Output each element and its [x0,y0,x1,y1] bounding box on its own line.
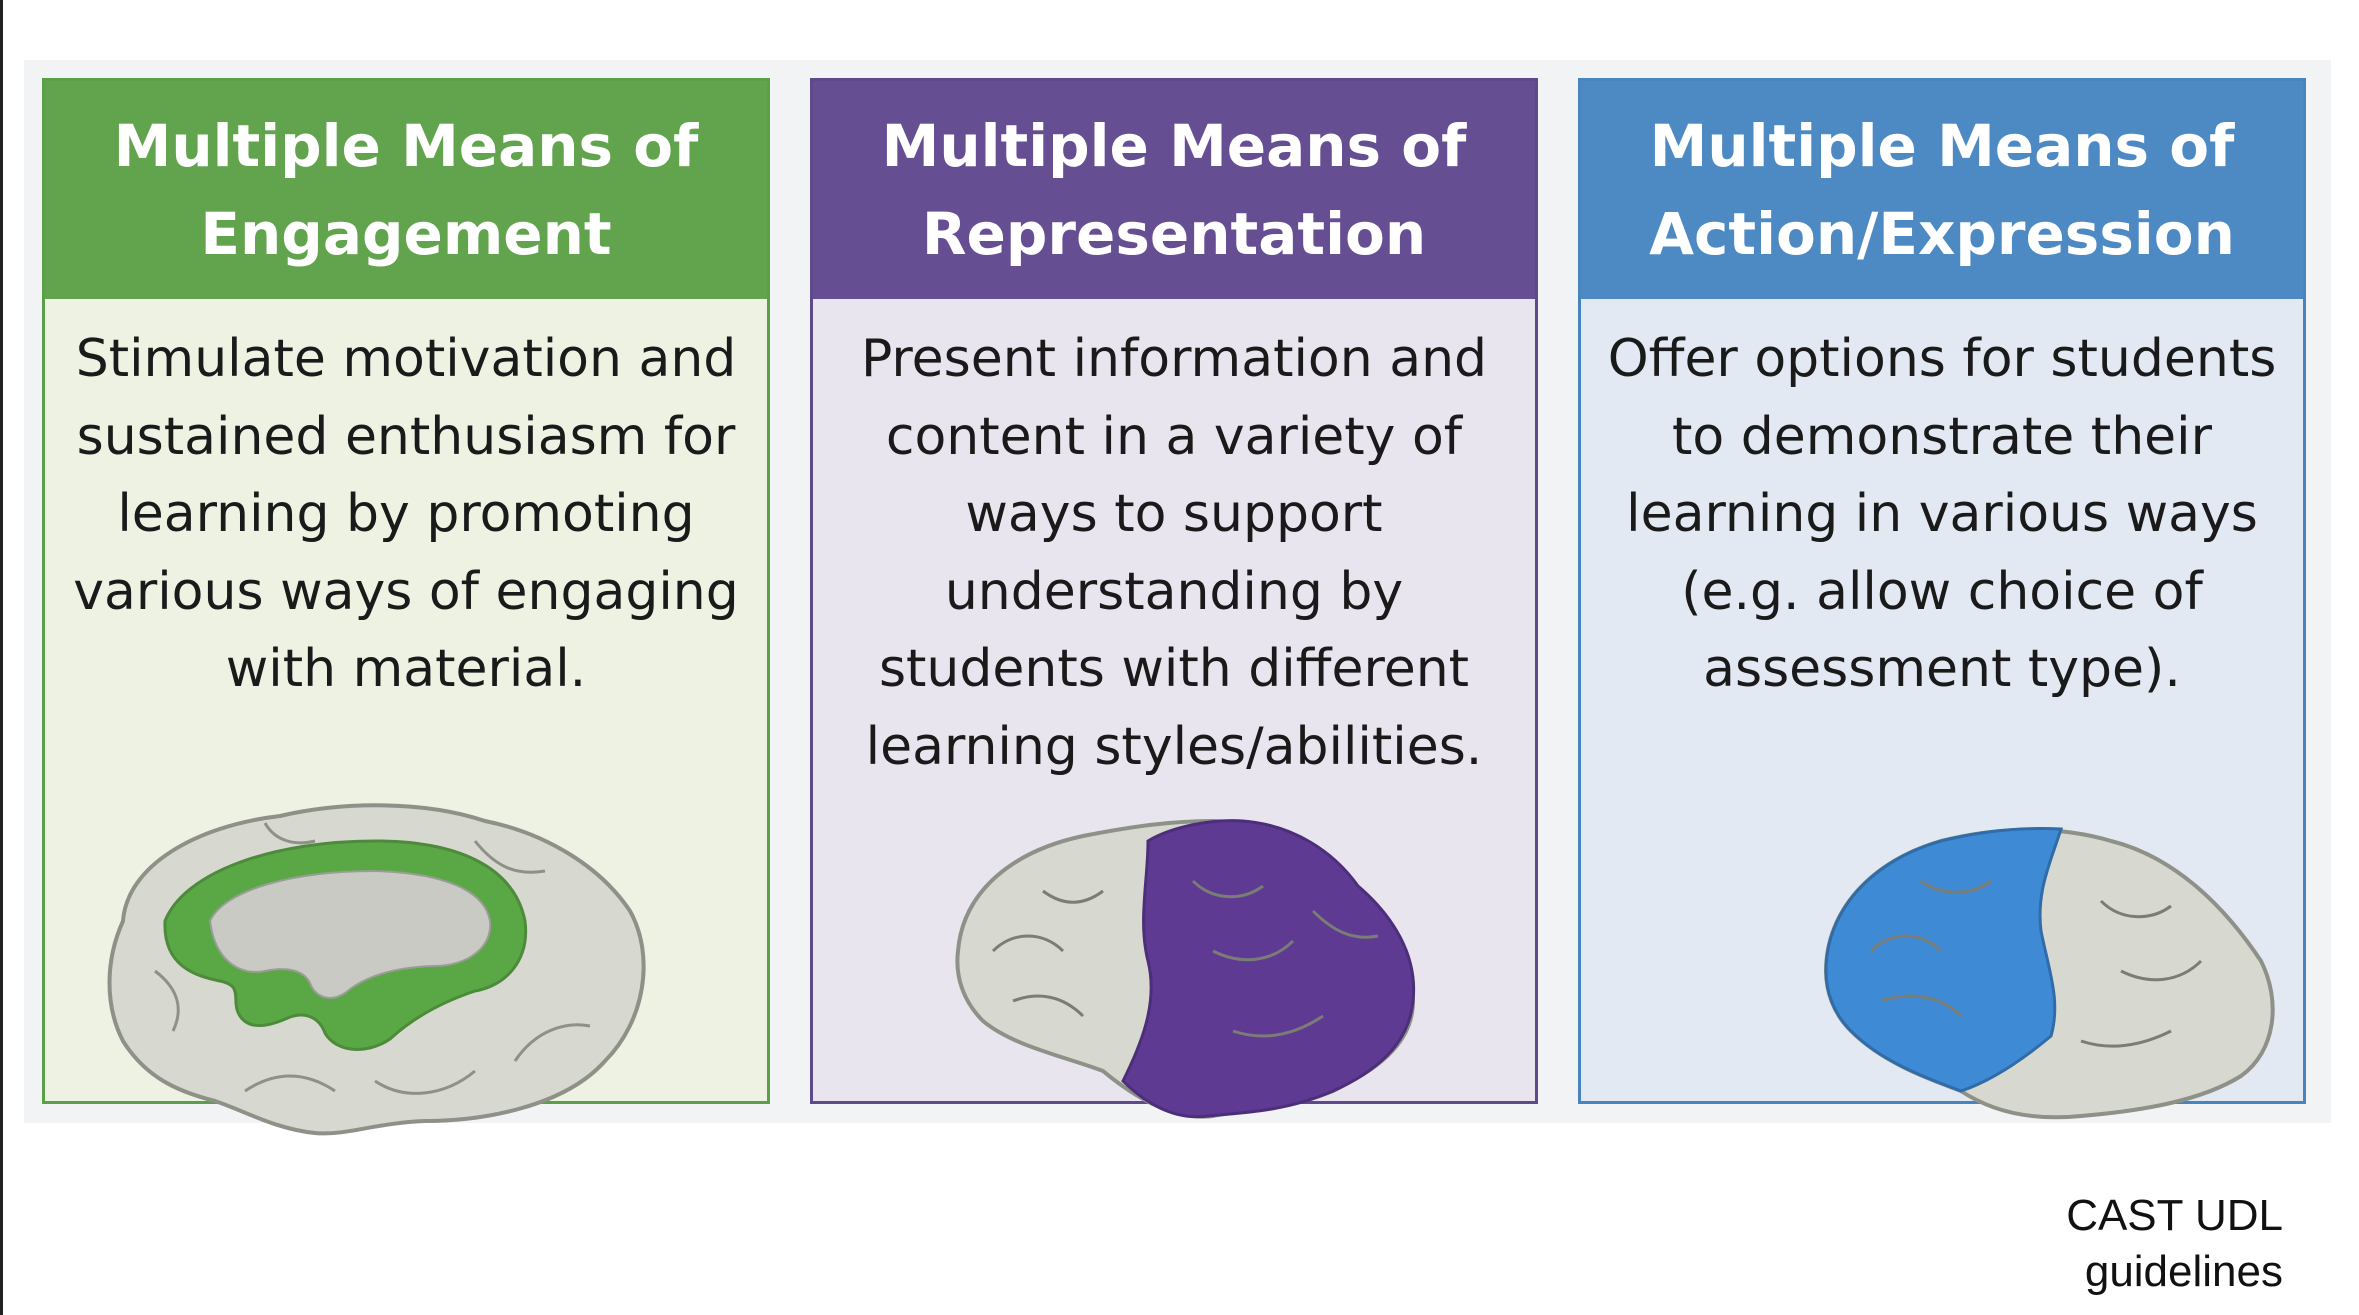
card-engagement: Multiple Means of Engagement Stimulate m… [42,78,770,1136]
card-engagement-title: Multiple Means of Engagement [45,81,767,299]
card-engagement-description: Stimulate motivation and sustained enthu… [73,329,739,699]
card-action-expression-description: Offer options for students to demonstrat… [1607,329,2277,699]
brain-posterior-icon [955,818,1416,1119]
brain-frontal-icon [1823,827,2275,1120]
card-representation-title: Multiple Means of Representation [813,81,1535,299]
card-representation-description: Present information and content in a var… [860,329,1488,777]
source-caption: CAST UDL guidelines [2066,1188,2283,1300]
slide-left-edge [0,0,3,1315]
card-action-expression-title: Multiple Means of Action/Expression [1581,81,2303,299]
card-action-expression: Multiple Means of Action/Expression Offe… [1578,78,2306,1120]
card-representation: Multiple Means of Representation Present… [810,78,1538,1119]
brain-limbic-icon [107,803,646,1136]
caption-line-2: guidelines [2084,1247,2283,1296]
caption-line-1: CAST UDL [2066,1191,2283,1240]
